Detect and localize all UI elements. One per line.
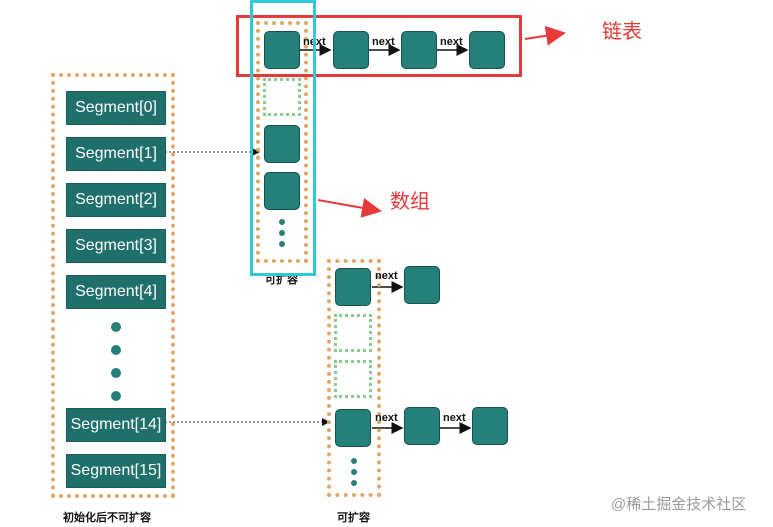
- ellipsis-dot: [111, 391, 121, 401]
- list-node: [333, 31, 369, 69]
- ellipsis-dot: [279, 219, 285, 225]
- next-label: next: [375, 412, 398, 424]
- empty-slot: [334, 360, 372, 398]
- ellipsis-dot: [111, 345, 121, 355]
- ellipsis-dot: [279, 230, 285, 236]
- segment-array: Segment[0] Segment[1] Segment[2] Segment…: [51, 73, 175, 498]
- array-annotation-arrow: [317, 198, 382, 218]
- linked-list-annotation-arrow: [524, 25, 566, 46]
- hash-entry-array-bottom: [327, 259, 381, 497]
- ellipsis-dot: [111, 368, 121, 378]
- segment-4: Segment[4]: [66, 275, 166, 309]
- list-node: [469, 31, 505, 69]
- list-node: [404, 407, 440, 445]
- segment-1: Segment[1]: [66, 137, 166, 171]
- watermark: @稀土掘金技术社区: [611, 496, 747, 513]
- ellipsis-dot: [111, 322, 121, 332]
- array-node: [264, 125, 300, 163]
- hash-entry-array-top: [256, 21, 308, 263]
- array-label: 数组: [390, 191, 430, 213]
- ellipsis-dot: [279, 241, 285, 247]
- next-label: next: [440, 36, 463, 48]
- segment-15: Segment[15]: [66, 454, 166, 488]
- segment-caption: 初始化后不可扩容: [63, 512, 151, 524]
- array-node: [264, 31, 300, 69]
- bottom-array-caption: 可扩容: [337, 512, 370, 524]
- ellipsis-dot: [351, 458, 357, 464]
- list-node: [404, 266, 440, 304]
- array-node: [335, 409, 371, 447]
- ellipsis-dot: [351, 480, 357, 486]
- empty-slot: [334, 314, 372, 352]
- segment-2: Segment[2]: [66, 183, 166, 217]
- linked-list-highlight: [236, 15, 522, 77]
- ellipsis-dot: [351, 469, 357, 475]
- array-node: [335, 268, 371, 306]
- empty-slot: [263, 78, 301, 116]
- segment-3: Segment[3]: [66, 229, 166, 263]
- next-label: next: [375, 270, 398, 282]
- linked-list-label: 链表: [602, 21, 642, 43]
- segment-0: Segment[0]: [66, 91, 166, 125]
- array-highlight: [250, 0, 316, 276]
- next-label: next: [443, 412, 466, 424]
- array-node: [264, 172, 300, 210]
- list-node: [472, 407, 508, 445]
- list-node: [401, 31, 437, 69]
- top-array-caption: 可扩容: [265, 274, 298, 286]
- segment-14: Segment[14]: [66, 408, 166, 442]
- next-label: next: [372, 36, 395, 48]
